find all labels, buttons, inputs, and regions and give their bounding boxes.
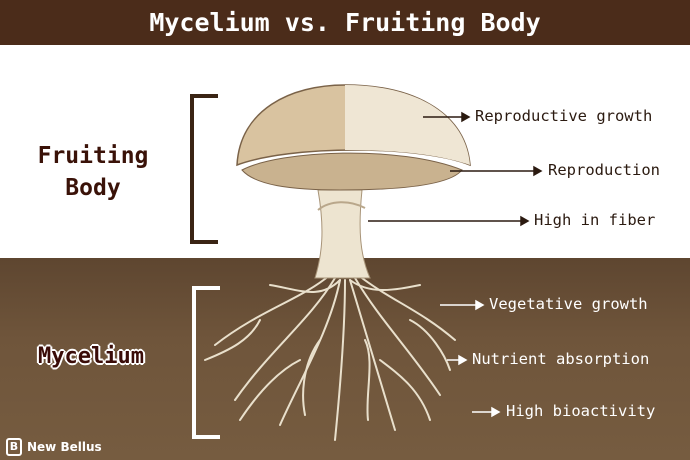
feature-high-bioactivity: High bioactivity (506, 402, 656, 420)
fruiting-body-bracket (190, 94, 218, 244)
fruiting-body-label: Fruiting Body (28, 140, 158, 204)
feature-reproduction: Reproduction (548, 161, 660, 179)
fruiting-body-label-line2: Body (65, 175, 121, 201)
logo-mark-icon: B (6, 438, 22, 456)
feature-vegetative-growth: Vegetative growth (489, 295, 648, 313)
feature-nutrient-absorption: Nutrient absorption (472, 350, 650, 368)
feature-high-in-fiber: High in fiber (534, 211, 656, 229)
feature-arrows (368, 111, 543, 418)
page-title: Mycelium vs. Fruiting Body (0, 0, 690, 45)
feature-reproductive-growth: Reproductive growth (475, 107, 653, 125)
logo-text: New Bellus (27, 440, 102, 454)
brand-logo: B New Bellus (6, 438, 102, 456)
mycelium-bracket (192, 286, 220, 439)
mycelium-label: Mycelium (38, 344, 144, 369)
fruiting-body-label-line1: Fruiting (37, 143, 149, 169)
mycelium-roots (204, 274, 456, 441)
mushroom-gills (241, 152, 463, 191)
mushroom-stem (314, 189, 371, 279)
